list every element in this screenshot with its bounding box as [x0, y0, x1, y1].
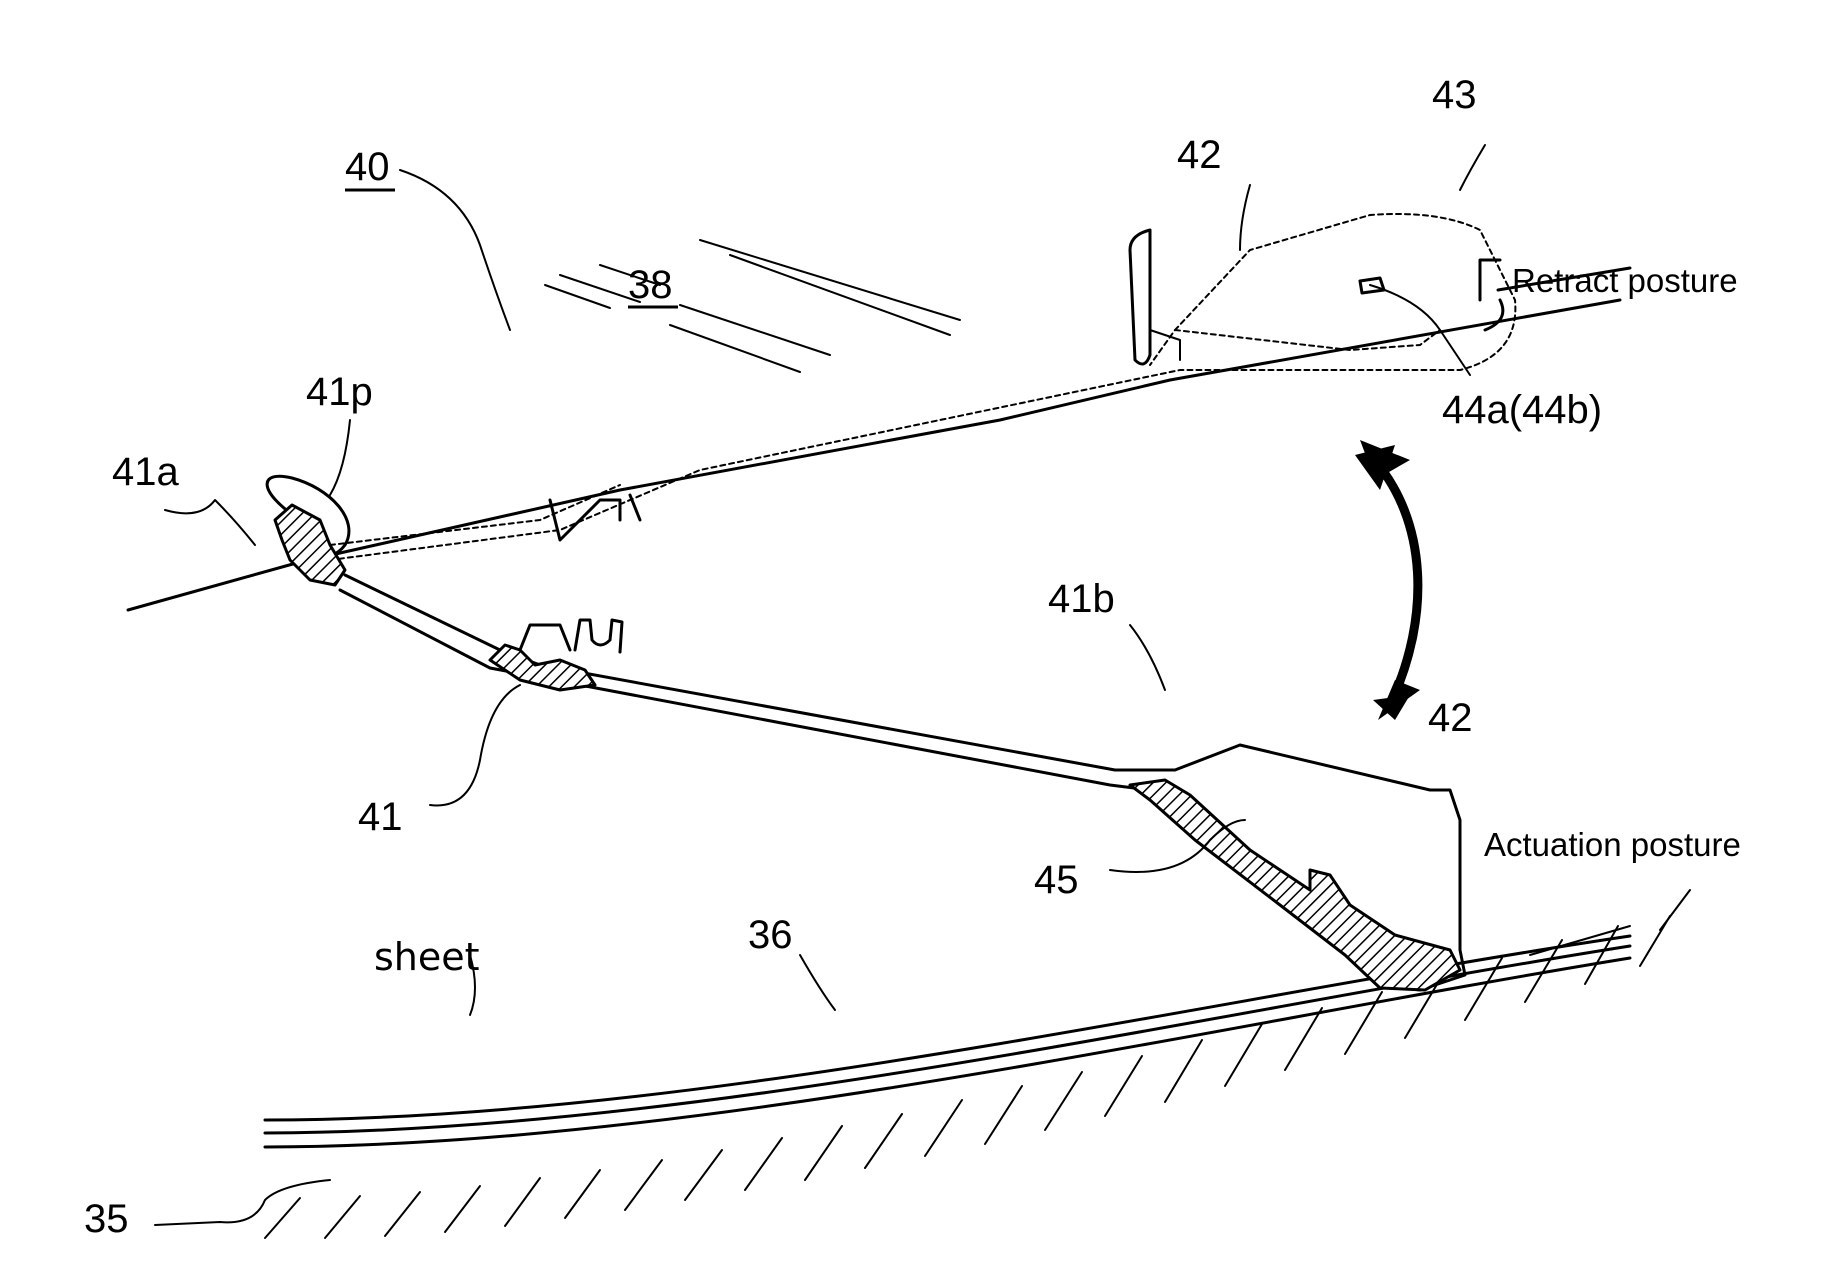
posture-arrow — [1355, 440, 1420, 720]
label-41: 41 — [358, 795, 403, 839]
label-44a: 44a(44b) — [1442, 388, 1602, 432]
label-42-bottom: 42 — [1428, 696, 1473, 740]
label-41b: 41b — [1048, 577, 1115, 621]
lever-retract — [330, 214, 1515, 560]
label-38: 38 — [628, 263, 673, 307]
label-retract-posture: Retract posture — [1512, 262, 1738, 299]
label-actuation-posture: Actuation posture — [1484, 826, 1741, 863]
label-41a: 41a — [112, 450, 179, 494]
label-36: 36 — [748, 913, 793, 957]
upper-cover — [128, 230, 1630, 610]
label-42-top: 42 — [1177, 133, 1222, 177]
lever-actuation — [340, 575, 1465, 990]
leader-lines — [155, 145, 1485, 1225]
document-lines-38 — [545, 240, 960, 372]
labels: 40 38 41p 41a 42 43 Retract posture 44a(… — [84, 73, 1741, 1241]
label-45: 45 — [1034, 858, 1079, 902]
label-41p: 41p — [306, 370, 373, 414]
label-40: 40 — [345, 145, 390, 189]
label-sheet: sheet — [374, 935, 480, 979]
label-43: 43 — [1432, 73, 1477, 117]
label-35: 35 — [84, 1197, 129, 1241]
